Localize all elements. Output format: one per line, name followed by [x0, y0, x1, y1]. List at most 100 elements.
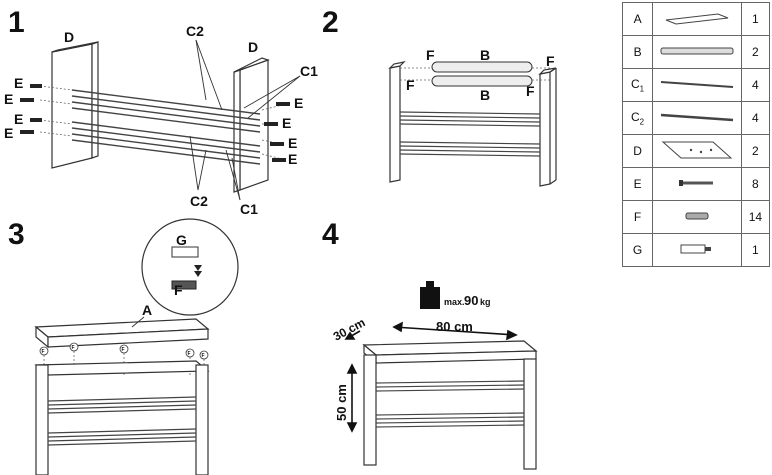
step-2-diagram: F B F F B F [388, 47, 557, 187]
connector-G-icon [171, 246, 199, 258]
part-qty: 14 [740, 200, 771, 234]
part-qty: 4 [740, 101, 771, 135]
screw-icon [272, 158, 286, 162]
weight-icon [420, 281, 440, 309]
part-code-cell: C1 [621, 68, 654, 102]
part-code: C [631, 109, 640, 124]
step-2-rods [399, 111, 541, 157]
detail-inset [141, 218, 239, 316]
part-image-cell [652, 200, 742, 234]
dowel-icon [171, 280, 197, 290]
part-qty: 1 [740, 233, 771, 267]
top-board-A [34, 318, 210, 349]
left-side-panel [51, 41, 99, 169]
label-E-4: E [4, 125, 13, 141]
part-code-cell: F [621, 200, 654, 234]
part-qty: 4 [740, 68, 771, 102]
dowel-label-2: F [72, 345, 75, 351]
label-E-6: E [282, 115, 291, 131]
part-image-cell [652, 35, 742, 69]
part-code-cell: D [621, 134, 654, 168]
part-code-cell: G [621, 233, 654, 267]
part-code: F [633, 210, 642, 224]
label-F-br: F [526, 83, 535, 99]
part-code: G [632, 243, 643, 257]
connector-G-icon [677, 244, 717, 258]
part-qty: 2 [740, 134, 771, 168]
part-code-sub: 1 [639, 84, 645, 94]
part-image-cell [652, 233, 742, 267]
step-1-number: 1 [8, 6, 25, 39]
step-4-rods [375, 380, 525, 428]
part-qty: 8 [740, 167, 771, 201]
height-label: 50 cm [334, 384, 349, 421]
part-code: D [633, 144, 642, 158]
screw-icon [20, 98, 34, 102]
dimension-arrows [344, 321, 518, 433]
board-A-icon [662, 12, 732, 29]
side-panel-D-icon [657, 141, 737, 165]
step-2-number: 2 [322, 6, 339, 39]
step-1-callout-lines [189, 39, 301, 201]
step-4-bench [362, 340, 538, 470]
part-qty: 2 [740, 35, 771, 69]
max-load-unit: kg [480, 297, 491, 307]
screw-icon [30, 84, 42, 88]
label-E-7: E [288, 135, 297, 151]
label-D-left: D [64, 29, 74, 45]
label-B-bottom: B [480, 87, 490, 103]
part-image-cell [652, 134, 742, 168]
dowel-label-4: F [188, 351, 191, 357]
bars-B [431, 61, 533, 87]
part-image-cell [652, 101, 742, 135]
screw-icon [276, 102, 290, 106]
step-3-rods [47, 396, 197, 446]
part-code: A [633, 12, 642, 26]
part-code: E [633, 177, 642, 191]
part-code-cell: B [621, 35, 654, 69]
step-4-diagram: max. 90 kg 80 cm 30 cm 50 cm [331, 281, 538, 470]
label-C1-top: C1 [300, 63, 318, 79]
screw-E-icon [677, 177, 717, 191]
screw-icon [264, 122, 278, 126]
label-C2-bottom: C2 [190, 193, 208, 209]
part-code-cell: A [621, 2, 654, 36]
screws-left [20, 84, 42, 134]
part-image-cell [652, 68, 742, 102]
rod-C1-icon [657, 79, 737, 93]
label-C2-top: C2 [186, 23, 204, 39]
step-3-diagram: G F A F F F F F [34, 218, 239, 475]
dowel-F-icon [682, 210, 712, 224]
label-E-1: E [14, 75, 23, 91]
step-2-guides [400, 67, 550, 81]
screws-right [264, 102, 290, 162]
screw-icon [30, 118, 42, 122]
label-B-top: B [480, 47, 490, 63]
max-load-prefix: max. [444, 297, 465, 307]
label-E-2: E [4, 91, 13, 107]
part-image-cell [652, 2, 742, 36]
screw-icon [20, 130, 34, 134]
dowel-label-5: F [202, 353, 205, 359]
step-2-frame [388, 61, 557, 187]
parts-row: C2 4 [621, 101, 771, 135]
rod-C2-icon [657, 112, 737, 126]
dowel-markers [39, 342, 209, 360]
part-code: B [633, 45, 642, 59]
label-E-5: E [294, 95, 303, 111]
step-1-diagram: D D C2 C1 C2 C1 E E E E E E E E [4, 23, 318, 217]
width-label: 80 cm [436, 319, 473, 334]
label-F-tl: F [426, 47, 435, 63]
part-code-cell: E [621, 167, 654, 201]
label-F-tr: F [546, 53, 555, 69]
label-F-bl: F [406, 77, 415, 93]
step-3-frame [34, 360, 210, 475]
part-code-sub: 2 [639, 117, 645, 127]
parts-row: F 14 [621, 200, 771, 234]
label-A: A [142, 302, 152, 318]
